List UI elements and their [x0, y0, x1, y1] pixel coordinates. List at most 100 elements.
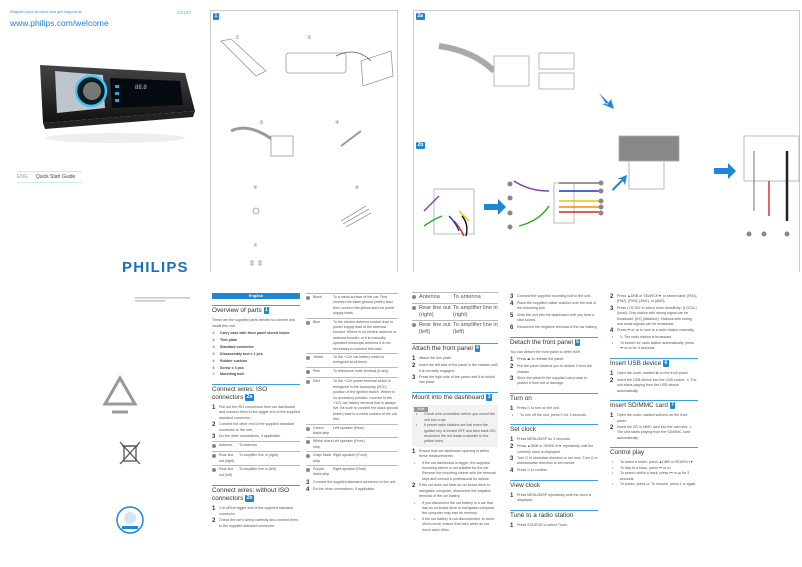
- step-text: Pull out the ISO connectors from car das…: [219, 405, 300, 420]
- part-name: Mounting bolt: [220, 372, 244, 377]
- connector-dot-icon: [212, 443, 219, 450]
- section-heading: Mount into the dashboard 3: [412, 391, 498, 402]
- connector-dot-icon: [412, 322, 419, 336]
- wire-destination: Left speaker (Front): [333, 439, 365, 444]
- welcome-url[interactable]: www.philips.com/welcome: [10, 18, 109, 28]
- wire-destination: To amplifier line in (right): [453, 305, 498, 318]
- figure-reference-badge: 6: [662, 359, 669, 367]
- figure-reference-badge: 1: [263, 307, 270, 314]
- bullet-icon: •: [612, 340, 614, 345]
- bullet-item: •To skip to a track, press ⏮ or ⏭.: [610, 466, 698, 471]
- step-text: Connect the supplied standard connector …: [313, 479, 397, 484]
- table-row: Red To the +12V power terminal which is e…: [306, 377, 398, 423]
- connector-dot-icon: [306, 453, 313, 464]
- bullet-icon: •: [612, 335, 614, 340]
- wire-destination: To the electric antenna control lead or …: [333, 319, 397, 351]
- connector-dot-icon: [306, 369, 313, 376]
- section-title: Insert USB device: [610, 359, 662, 367]
- wire-destination: To amplifier line in (right): [239, 453, 279, 458]
- wire-label: Red: [313, 379, 320, 384]
- step-text: Press ⏻ to confirm.: [517, 467, 548, 472]
- step-text: Slide the unit into the dashboard until …: [517, 312, 595, 323]
- wire-destination: Left speaker (Rear): [333, 425, 364, 430]
- step-text: Open the cover marked sd/mmc on the fron…: [617, 413, 688, 423]
- wire-destination: To antenna: [453, 294, 481, 300]
- step-number: 4: [510, 301, 514, 307]
- connector-dot-icon: [306, 320, 313, 352]
- step-text: Press MENU/DISP repeatedly until the clo…: [517, 492, 592, 503]
- section-title: Detach the front panel: [510, 338, 573, 346]
- bullet-item: • ↳ The radio station is broadcast.: [610, 335, 698, 340]
- wire-destination: To amplifier line in (left): [239, 467, 276, 472]
- part-number-1: ①: [235, 35, 240, 41]
- connector-dot-icon: [412, 305, 419, 319]
- section-title: Connect wires: without ISO connectors: [212, 487, 290, 503]
- bullet-icon: •: [416, 412, 418, 417]
- part-name: Rubber cushion: [220, 358, 248, 363]
- wire-label: Antenna: [419, 294, 440, 300]
- bullet-icon: •: [612, 471, 614, 476]
- wire-destination: To amplifier line in (left): [453, 322, 498, 335]
- figure-reference-badge: 7: [669, 402, 676, 410]
- car-stereo-image: 88.8: [40, 65, 195, 143]
- part-number: ②: [212, 337, 216, 342]
- step-number: 2: [510, 364, 514, 371]
- rotated-copyright-text: [135, 295, 190, 303]
- step-number: 4: [510, 467, 514, 474]
- part-number-6: ⑥: [355, 185, 360, 191]
- bullet-text: To pause, press ⏯. To resume, press 1 ⏯ …: [620, 481, 697, 486]
- step-text: Ensure that car dashboard opening is wit…: [419, 448, 489, 459]
- step-text: Press ⏻ to turn on the unit.: [517, 405, 560, 410]
- connector-dot-icon: [212, 453, 219, 464]
- step-text: If the car does not have an on-board dri…: [419, 483, 491, 499]
- bullet-text: If you disconnect the car battery in a c…: [422, 500, 496, 516]
- wire-label: Black: [313, 295, 322, 299]
- wire-destination: To the +12V power terminal which is ener…: [333, 379, 398, 422]
- part-number: ③: [212, 344, 216, 349]
- step-text: Pull the panel towards you to detach it …: [517, 364, 592, 374]
- step-text: Insert the left side of the panel in the…: [419, 363, 498, 373]
- bullet-text: ↳ The radio station is broadcast.: [620, 335, 673, 340]
- wire-label: Pink: [313, 368, 320, 373]
- section-heading: Set clock: [510, 424, 598, 434]
- bullet-text: If the car dashboard is bigger, the supp…: [422, 460, 496, 481]
- section-title: Connect wires: ISO connectors: [212, 385, 268, 402]
- step-number: 3: [610, 305, 614, 312]
- step-number: 5: [510, 312, 514, 319]
- table-row: Rear line out (left)To amplifier line in…: [212, 465, 300, 479]
- section-title: Attach the front panel: [412, 345, 473, 353]
- part-number: ④: [212, 351, 216, 356]
- register-text: Register your product and get support at: [10, 9, 82, 14]
- wire-label: Blue: [313, 319, 321, 324]
- part-name: Screw x 4 pcs: [220, 365, 244, 370]
- step-number: 2: [212, 422, 216, 429]
- step-text: Insert the SD or MMC card into the card …: [617, 425, 693, 440]
- step-text: Place the supplied rubber cushion over t…: [517, 301, 597, 311]
- section-heading: Overview of parts 1: [212, 305, 300, 315]
- part-name: Trim plate: [220, 337, 237, 342]
- section-title: Set clock: [510, 426, 536, 434]
